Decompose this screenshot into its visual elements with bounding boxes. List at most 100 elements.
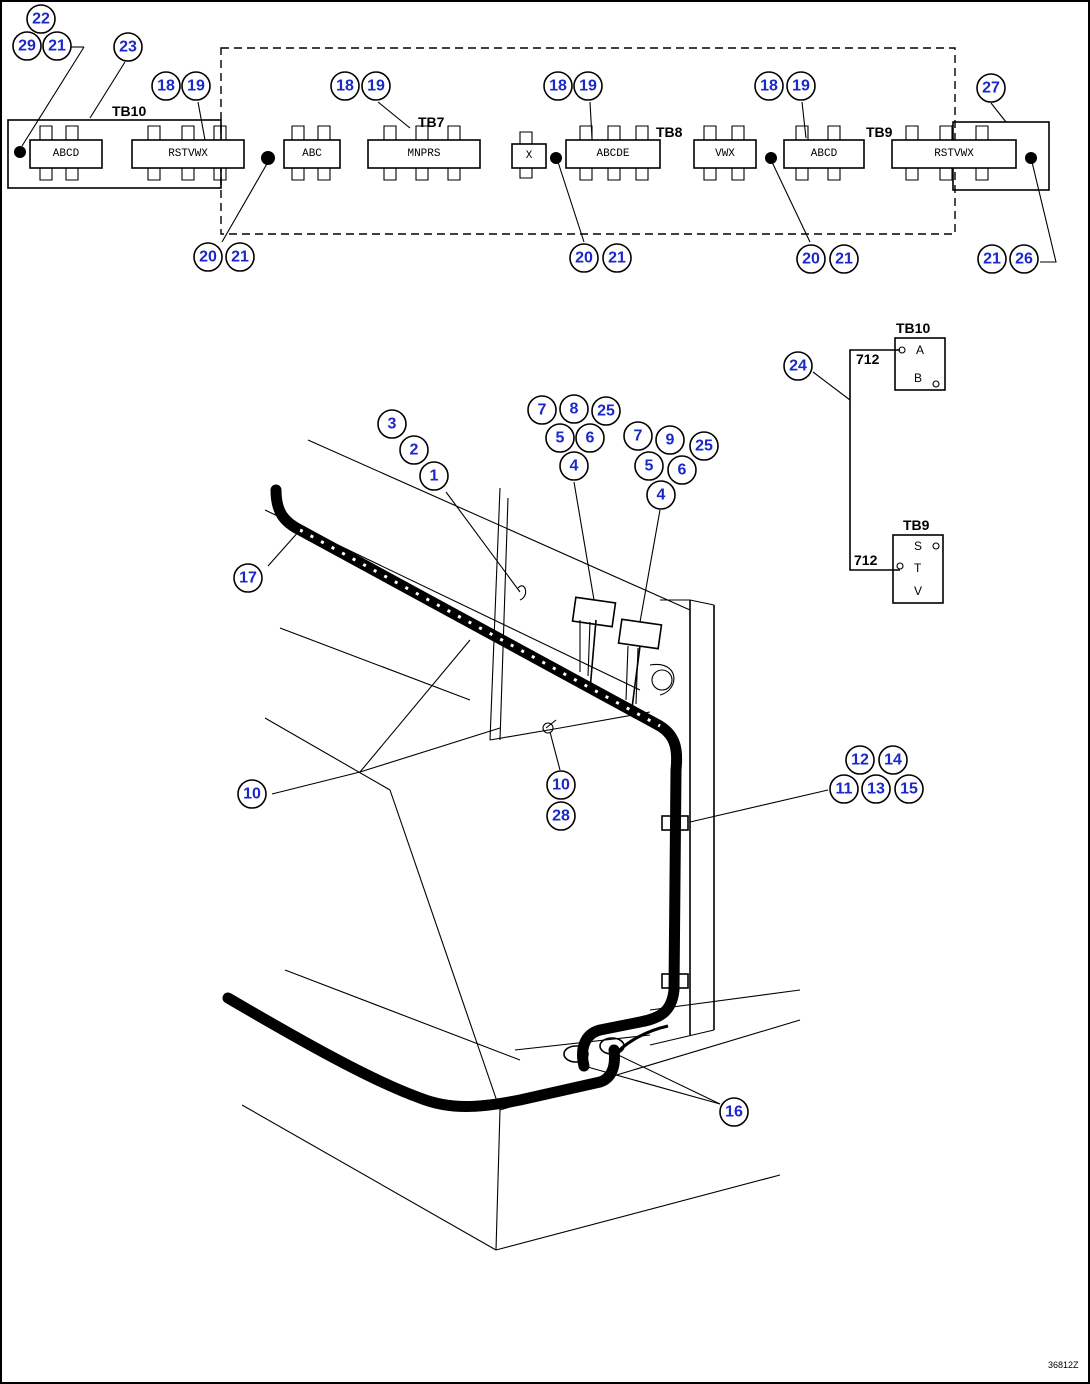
svg-text:25: 25 xyxy=(695,438,713,455)
callout-7: 7 xyxy=(527,395,557,425)
svg-text:19: 19 xyxy=(367,78,385,95)
grommet-icon xyxy=(563,1045,589,1063)
terminal-strip-c: ABC xyxy=(283,125,341,181)
terminal-strip-f: ABCDE xyxy=(565,125,661,181)
svg-text:8: 8 xyxy=(570,401,579,418)
cable-clamp-icon xyxy=(661,973,689,989)
tb9-side-block xyxy=(892,534,944,604)
terminal-strip-g: VWX xyxy=(693,125,757,181)
callout-18: 18 xyxy=(754,71,784,101)
callout-4: 4 xyxy=(559,451,589,481)
tb9-terminal-s: S xyxy=(914,539,922,553)
tb10-terminal-b: B xyxy=(914,371,922,385)
strip-c-terminals: ABC xyxy=(302,148,322,160)
callout-2: 2 xyxy=(399,435,429,465)
strip-i-terminals: RSTVWX xyxy=(934,148,974,160)
svg-text:5: 5 xyxy=(645,458,654,475)
terminal-strip-a: ABCD xyxy=(29,125,103,181)
screw-icon xyxy=(1025,152,1037,164)
terminal-strip-b: RSTVWX xyxy=(131,125,245,181)
svg-text:15: 15 xyxy=(900,781,918,798)
terminal-block-assembly: ABCD RSTVWX ABC MNPRS X ABCDE xyxy=(7,47,1050,235)
screw-icon xyxy=(550,152,562,164)
strip-h-terminals: ABCD xyxy=(811,148,838,160)
callout-11: 11 xyxy=(829,774,859,804)
svg-text:19: 19 xyxy=(579,78,597,95)
svg-text:19: 19 xyxy=(792,78,810,95)
callout-20: 20 xyxy=(569,243,599,273)
svg-text:7: 7 xyxy=(538,402,547,419)
callout-21: 21 xyxy=(977,244,1007,274)
svg-text:22: 22 xyxy=(32,11,50,28)
callout-28: 28 xyxy=(546,801,576,831)
callout-6: 6 xyxy=(575,423,605,453)
callout-8: 8 xyxy=(559,394,589,424)
strip-e-terminals: X xyxy=(526,150,533,162)
svg-text:11: 11 xyxy=(836,781,853,798)
svg-text:4: 4 xyxy=(570,458,579,475)
callout-21: 21 xyxy=(225,242,255,272)
svg-text:18: 18 xyxy=(760,78,778,95)
callout-24: 24 xyxy=(783,351,813,381)
callout-6: 6 xyxy=(667,455,697,485)
strip-g-terminals: VWX xyxy=(715,148,735,160)
screw-icon xyxy=(14,146,26,158)
svg-text:18: 18 xyxy=(157,78,175,95)
leader-lines-harness xyxy=(267,481,829,1105)
svg-text:23: 23 xyxy=(119,39,137,56)
connector-block-1 xyxy=(571,596,617,628)
tb9-terminal-t: T xyxy=(914,561,922,575)
callout-29: 29 xyxy=(12,31,42,61)
callout-balloons: 22 29 21 23 18 19 18 19 18 19 18 19 27 2… xyxy=(12,4,1039,1127)
svg-text:7: 7 xyxy=(634,428,643,445)
callout-26: 26 xyxy=(1009,244,1039,274)
callout-15: 15 xyxy=(894,774,924,804)
tb10-side-label: TB10 xyxy=(896,320,930,336)
callout-1: 1 xyxy=(419,461,449,491)
svg-text:28: 28 xyxy=(552,808,570,825)
callout-4: 4 xyxy=(646,480,676,510)
callout-7: 7 xyxy=(623,421,653,451)
svg-text:26: 26 xyxy=(1015,251,1033,268)
tb8-label: TB8 xyxy=(656,124,683,140)
callout-21: 21 xyxy=(829,244,859,274)
tb7-label: TB7 xyxy=(418,114,445,130)
svg-text:21: 21 xyxy=(48,38,66,55)
terminal-strip-h: ABCD xyxy=(783,125,865,181)
bracket-icon xyxy=(517,585,527,601)
terminal-enclosure-outline xyxy=(220,47,956,235)
callout-5: 5 xyxy=(634,451,664,481)
svg-text:21: 21 xyxy=(231,249,249,266)
callout-9: 9 xyxy=(655,425,685,455)
wire-712-label-top: 712 xyxy=(856,351,880,367)
callout-25: 25 xyxy=(591,396,621,426)
callout-5: 5 xyxy=(545,423,575,453)
strip-d-terminals: MNPRS xyxy=(407,148,440,160)
terminal-strip-i: RSTVWX xyxy=(891,125,1017,181)
strip-f-terminals: ABCDE xyxy=(596,148,629,160)
svg-text:9: 9 xyxy=(666,432,675,449)
wire-712-label-bottom: 712 xyxy=(854,552,878,568)
svg-text:6: 6 xyxy=(586,430,595,447)
callout-23: 23 xyxy=(113,32,143,62)
callout-18: 18 xyxy=(151,71,181,101)
cable-clamp-icon xyxy=(661,815,689,831)
callout-20: 20 xyxy=(796,244,826,274)
callout-16: 16 xyxy=(719,1097,749,1127)
callout-17: 17 xyxy=(233,563,263,593)
callout-10: 10 xyxy=(546,770,576,800)
tb9-label: TB9 xyxy=(866,124,893,140)
callout-18: 18 xyxy=(543,71,573,101)
svg-text:12: 12 xyxy=(851,752,869,769)
svg-text:1: 1 xyxy=(430,468,439,485)
callout-20: 20 xyxy=(193,242,223,272)
svg-text:17: 17 xyxy=(239,570,257,587)
callout-27: 27 xyxy=(976,73,1006,103)
svg-text:18: 18 xyxy=(549,78,567,95)
callout-14: 14 xyxy=(878,745,908,775)
wire-712-schematic: TB10 A B TB9 S T V 712 712 xyxy=(812,320,946,604)
svg-text:25: 25 xyxy=(597,403,615,420)
svg-text:10: 10 xyxy=(243,786,261,803)
